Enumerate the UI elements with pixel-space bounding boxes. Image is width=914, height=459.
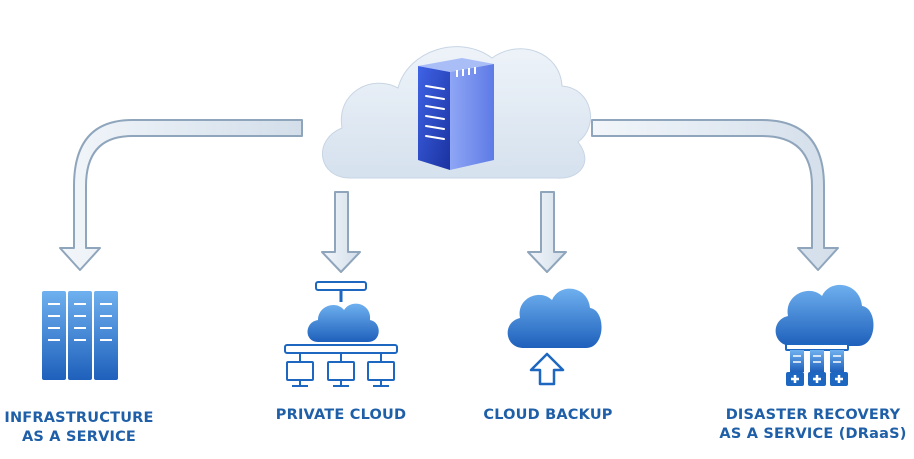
label-line: AS A SERVICE (DRaaS) [719,426,907,442]
arrow-to-iaas [59,119,303,271]
label-line: CLOUD BACKUP [483,407,613,423]
private-cloud-network-icon [284,281,398,387]
arrow-to-draas [591,119,839,271]
label-infrastructure-as-a-service: INFRASTRUCTURE AS A SERVICE [4,409,154,447]
server-rack-icon [42,291,118,380]
server-tower-icon [418,58,494,170]
label-cloud-backup: CLOUD BACKUP [473,406,623,425]
label-line: INFRASTRUCTURE [4,410,154,426]
label-private-cloud: PRIVATE CLOUD [266,406,416,425]
label-line: AS A SERVICE [21,429,137,445]
arrow-to-private-cloud [321,191,361,273]
arrow-to-cloud-backup [527,191,567,273]
cloud-servers-icon [775,284,874,386]
cloud-upload-icon [507,288,602,386]
label-line: DISASTER RECOVERY [725,407,901,423]
label-line: PRIVATE CLOUD [275,407,407,423]
label-disaster-recovery-as-a-service: DISASTER RECOVERY AS A SERVICE (DRaaS) [718,406,908,444]
